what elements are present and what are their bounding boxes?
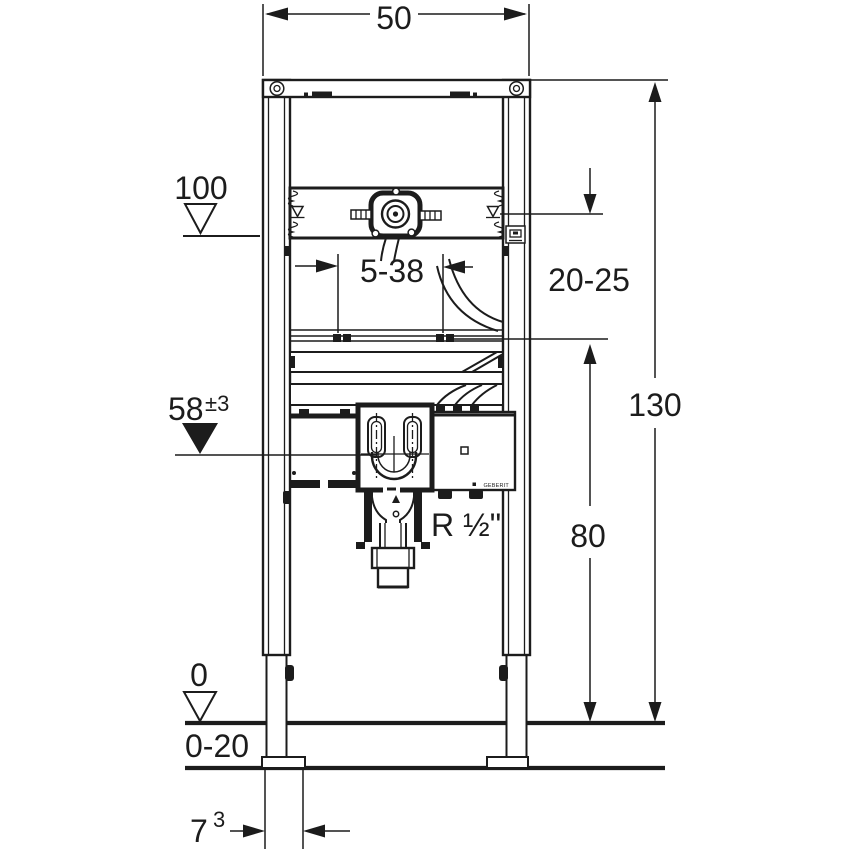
- arrow-right-icon: [504, 7, 527, 21]
- accessory-box: [505, 225, 526, 244]
- arrow-down-icon: [583, 194, 597, 214]
- flow-arrow-icon: [392, 495, 400, 503]
- tap-mounting-panel: [287, 186, 526, 262]
- foot-width-sup-label: 3: [213, 807, 225, 832]
- flush-module-box: GEBERIT: [431, 410, 517, 499]
- arrow-down-icon: [583, 702, 597, 722]
- right-leg-clamp: [499, 665, 508, 681]
- basin-rim-label: 58: [168, 391, 204, 427]
- dimension-total-height: 130: [530, 79, 682, 722]
- left-leg-clamp: [285, 665, 294, 681]
- frame-legs: [261, 654, 529, 769]
- brand-label: GEBERIT: [483, 483, 509, 489]
- module-left-foot: [438, 490, 452, 499]
- dimension-frame-width: 50: [262, 0, 530, 76]
- frame-width-label: 50: [376, 0, 412, 36]
- level-marker-floor: 0 0-20: [182, 657, 249, 764]
- basin-rim-tolerance-label: ±3: [205, 391, 229, 416]
- arrow-up-icon: [583, 344, 597, 364]
- dimension-foot-width: 7 3: [190, 770, 350, 849]
- left-support-panel: [283, 409, 358, 504]
- frame-structure: [261, 78, 532, 657]
- arrow-down-icon: [648, 702, 662, 722]
- module-housing: [431, 410, 517, 492]
- right-column: [501, 78, 532, 657]
- arrow-left-icon: [443, 260, 465, 274]
- overflow-curve: [370, 452, 418, 481]
- dimension-supply-depth: 20-25: [452, 168, 630, 340]
- level-triangle-hollow-icon: [182, 691, 218, 724]
- right-level-mark-icon: [486, 205, 500, 219]
- floor-buildup-label: 0-20: [185, 728, 249, 764]
- siphon-trap: [356, 485, 430, 549]
- dimension-outlet-height: 80: [570, 344, 606, 722]
- thread-size-label: R ½": [431, 507, 501, 543]
- water-supply-fitting: [350, 187, 442, 262]
- label-thread-size: R ½": [431, 507, 501, 543]
- top-rail: [261, 78, 532, 99]
- left-column: [261, 78, 292, 657]
- right-foot-plate: [486, 756, 529, 769]
- total-height-label: 130: [628, 387, 681, 423]
- level-triangle-filled-icon: [182, 423, 218, 454]
- outlet-pipe: [376, 566, 410, 589]
- tap-level-label: 100: [174, 170, 227, 206]
- right-leg-tube: [505, 654, 528, 759]
- level-triangle-hollow-icon: [183, 203, 218, 236]
- outlet-coupling: [370, 546, 416, 570]
- module-detail-square: [460, 446, 469, 455]
- left-leg-tube: [265, 654, 288, 759]
- left-corner-bolt-hole: [269, 80, 285, 97]
- supply-hoses: [380, 237, 400, 262]
- supply-depth-label: 20-25: [548, 262, 630, 298]
- module-right-foot: [469, 490, 483, 499]
- upper-cross-rail: [289, 351, 504, 373]
- left-level-mark-icon: [290, 205, 305, 219]
- lower-cross-rail: [289, 383, 504, 406]
- brand-logo-square-icon: [472, 482, 476, 486]
- arrow-up-icon: [648, 82, 662, 102]
- fixing-range-label: 5-38: [360, 253, 424, 289]
- left-foot-plate: [261, 756, 306, 769]
- level-marker-basin-rim: 58 ±3: [168, 391, 377, 456]
- foot-width-label: 7: [190, 813, 208, 849]
- right-corner-bolt-hole: [508, 80, 525, 97]
- level-marker-tap: 100: [174, 170, 260, 237]
- dimension-fixing-range: 5-38: [295, 253, 473, 333]
- outlet-height-label: 80: [570, 518, 606, 554]
- floor-lines: [185, 720, 665, 771]
- arrow-right-icon: [316, 259, 338, 273]
- arrow-right-icon: [243, 824, 265, 838]
- arrow-left-icon: [303, 824, 325, 838]
- floor-level-label: 0: [190, 657, 208, 693]
- arrow-left-icon: [265, 7, 288, 21]
- mid-rails: [289, 329, 504, 406]
- washbasin-bracket-assembly: [355, 402, 435, 589]
